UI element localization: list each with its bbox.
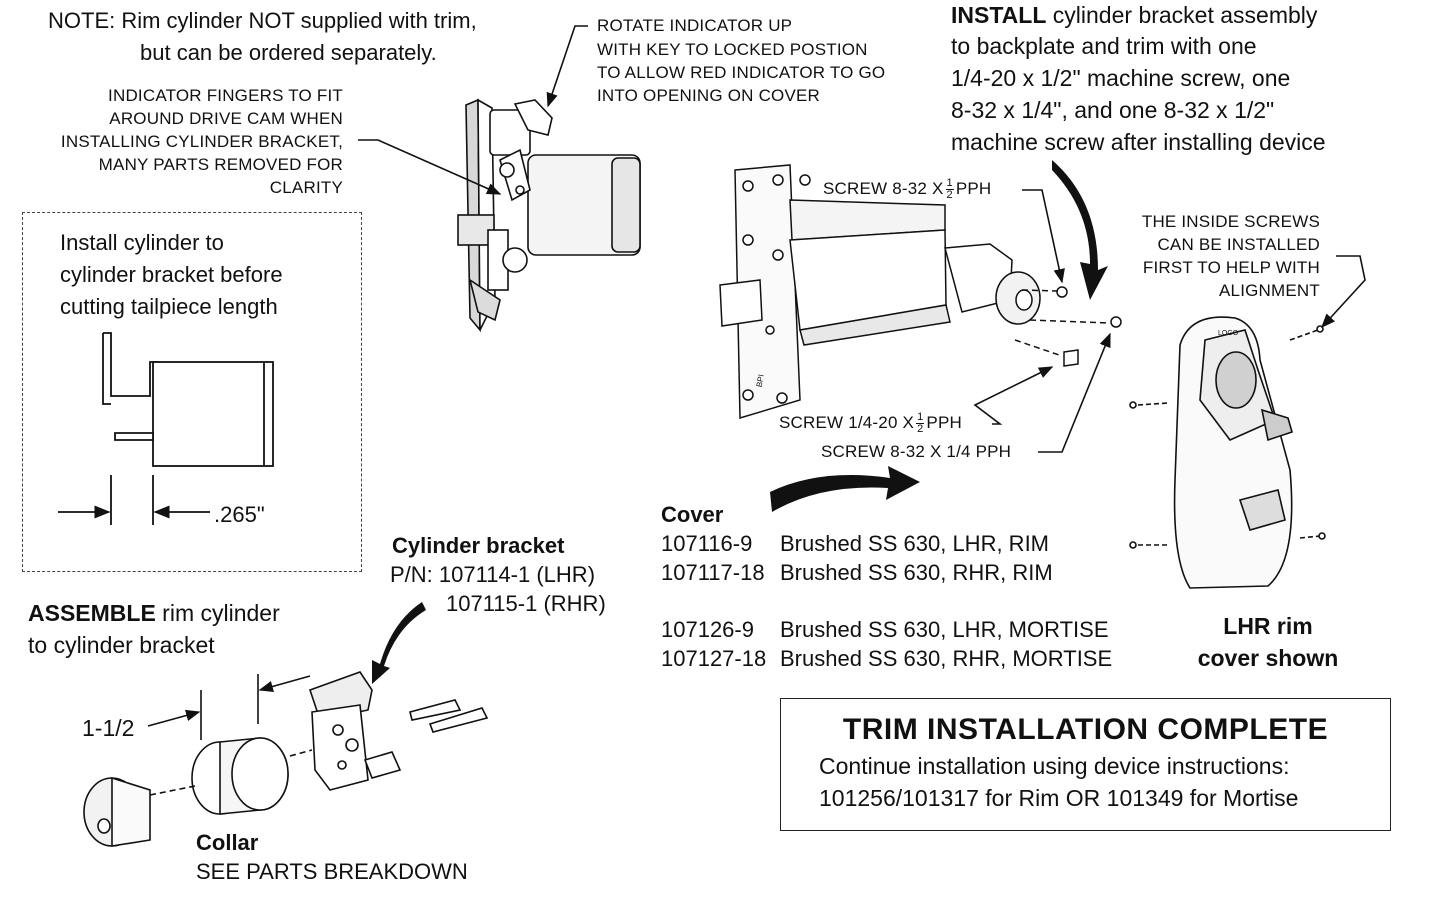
cover-logo-text: LOGO — [1218, 330, 1239, 337]
screw-2-suffix: PPH — [926, 412, 962, 432]
indicator-fingers-line-4: MANY PARTS REMOVED FOR — [98, 155, 343, 174]
screw-2-prefix: SCREW 1/4-20 X — [779, 412, 915, 432]
cylinder-box-line-1: Install cylinder to — [60, 230, 224, 255]
screw-1-den: 2 — [946, 189, 953, 201]
assemble-line-1: ASSEMBLE rim cylinder — [28, 600, 280, 627]
rotate-indicator-line-2: WITH KEY TO LOCKED POSTION — [597, 40, 868, 59]
cover-row-3-desc: Brushed SS 630, LHR, MORTISE — [780, 617, 1109, 642]
collar-subtitle: SEE PARTS BREAKDOWN — [196, 859, 468, 884]
cover-title: Cover — [661, 502, 724, 527]
install-heading: INSTALL cylinder bracket assembly — [951, 2, 1317, 29]
cover-row-1-pn: 107116-9 — [661, 531, 753, 556]
screw-1-num: 1 — [945, 177, 954, 190]
cover-drawing — [1129, 316, 1326, 589]
cover-row-4-pn: 107127-18 — [661, 646, 767, 671]
inside-screws-line-1: THE INSIDE SCREWS — [1141, 212, 1320, 231]
inside-screws-callout: THE INSIDE SCREWS CAN BE INSTALLED FIRST… — [1142, 210, 1320, 302]
install-line-4: 8-32 x 1/4", and one 8-32 x 1/2" — [951, 97, 1275, 123]
completion-title: TRIM INSTALLATION COMPLETE — [842, 713, 1329, 746]
lhr-caption: LHR rim cover shown — [1168, 610, 1368, 674]
cover-row-1-desc: Brushed SS 630, LHR, RIM — [780, 531, 1050, 556]
cover-row-4-desc: Brushed SS 630, RHR, MORTISE — [780, 646, 1113, 671]
screw-2-den: 2 — [917, 423, 924, 435]
completion-line-2: 101256/101317 for Rim OR 101349 for Mort… — [819, 785, 1299, 811]
screw-label-8-32-quarter: SCREW 8-32 X 1/4 PPH — [821, 442, 1012, 461]
cylinder-bracket-title: Cylinder bracket — [392, 533, 565, 558]
cover-row-3-pn: 107126-9 — [661, 617, 754, 642]
lhr-caption-line-2: cover shown — [1197, 645, 1339, 671]
cylinder-bracket-pn-2: 107115-1 (RHR) — [446, 591, 606, 616]
cover-curved-arrow — [770, 466, 920, 512]
assemble-rest: rim cylinder — [155, 600, 280, 626]
indicator-fingers-callout: INDICATOR FINGERS TO FIT AROUND DRIVE CA… — [61, 84, 343, 199]
cylinder-box-line-2: cylinder bracket before — [60, 262, 283, 287]
rim-cylinder-explode-drawing — [83, 671, 489, 847]
completion-box: TRIM INSTALLATION COMPLETE Continue inst… — [780, 698, 1391, 831]
screw-1-prefix: SCREW 8-32 X — [823, 178, 944, 198]
completion-line-1: Continue installation using device instr… — [819, 753, 1290, 779]
rotate-indicator-line-1: ROTATE INDICATOR UP — [597, 16, 793, 35]
collar-title: Collar — [196, 830, 259, 855]
bracket-curved-arrow — [372, 602, 426, 684]
install-line-3: 1/4-20 x 1/2" machine screw, one — [951, 65, 1291, 91]
inside-screws-line-2: CAN BE INSTALLED — [1157, 235, 1320, 254]
install-bold: INSTALL — [951, 2, 1047, 28]
note-line-1: NOTE: Rim cylinder NOT supplied with tri… — [48, 8, 477, 33]
drive-cam-assembly-drawing — [457, 98, 641, 333]
rotate-indicator-line-4: INTO OPENING ON COVER — [597, 86, 821, 105]
inside-screws-line-4: ALIGNMENT — [1219, 281, 1320, 300]
cylinder-bracket-pn-1: P/N: 107114-1 (LHR) — [390, 562, 596, 587]
install-line-1-rest: cylinder bracket assembly — [1046, 2, 1318, 28]
install-line-2: to backplate and trim with one — [951, 33, 1257, 59]
assemble-bold: ASSEMBLE — [28, 600, 156, 626]
cylinder-section-drawing — [58, 332, 274, 525]
cover-row-2-pn: 107117-18 — [661, 560, 765, 585]
indicator-fingers-line-5: CLARITY — [269, 178, 343, 197]
lhr-caption-line-1: LHR rim — [1223, 613, 1313, 639]
dimension-1-1-2: 1-1/2 — [82, 715, 135, 741]
assemble-line-2: to cylinder bracket — [28, 632, 215, 658]
note-line-2: but can be ordered separately. — [140, 40, 437, 65]
cylinder-box-line-3: cutting tailpiece length — [60, 294, 278, 319]
screw-1-suffix: PPH — [955, 178, 992, 198]
rotate-indicator-line-3: TO ALLOW RED INDICATOR TO GO — [597, 63, 886, 82]
dimension-265: .265" — [214, 502, 265, 527]
inside-screws-line-3: FIRST TO HELP WITH — [1142, 258, 1320, 277]
screw-2-num: 1 — [916, 411, 925, 424]
indicator-fingers-line-1: INDICATOR FINGERS TO FIT — [108, 86, 343, 105]
cylinder-install-box — [22, 212, 362, 572]
indicator-fingers-line-3: INSTALLING CYLINDER BRACKET, — [60, 132, 343, 151]
leader-lines — [358, 25, 1366, 453]
indicator-fingers-line-2: AROUND DRIVE CAM WHEN — [109, 109, 343, 128]
cover-row-2-desc: Brushed SS 630, RHR, RIM — [780, 560, 1053, 585]
install-line-5: machine screw after installing device — [951, 129, 1326, 155]
backplate-chassis-drawing — [719, 164, 1122, 420]
install-curved-arrow — [1052, 160, 1108, 300]
